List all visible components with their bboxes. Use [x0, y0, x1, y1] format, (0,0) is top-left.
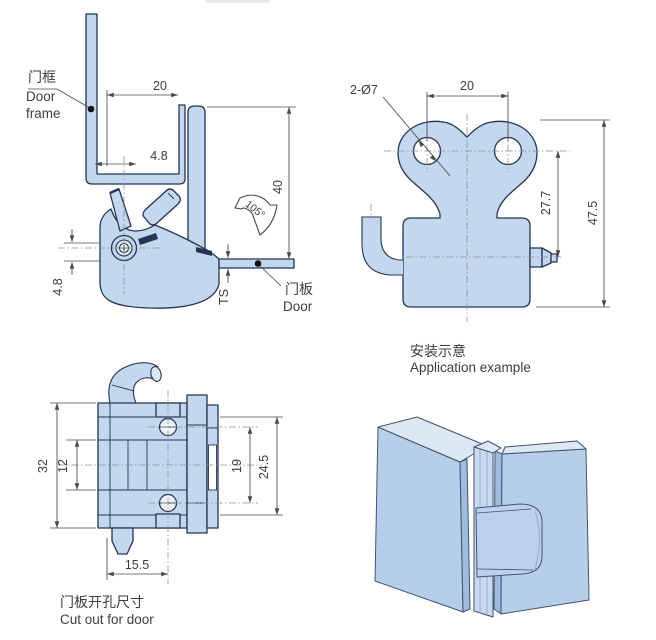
cropped-top-fragment: [206, 0, 270, 3]
application-caption: 安装示意 Application example: [410, 343, 531, 375]
dim-ts-thickness: TS: [217, 244, 231, 305]
leader-line: [382, 96, 451, 177]
shade-wedge-1: [138, 233, 158, 245]
frame-label-en2: frame: [26, 106, 61, 121]
hinge-roller: [142, 188, 181, 226]
diam-arrow-1: [418, 140, 425, 148]
cutout-view: 32 12 19 24.5 15.5 门板开孔尺寸 Cut out f: [36, 362, 283, 627]
dim-text: 4.8: [150, 149, 167, 163]
leader-line: [258, 264, 282, 287]
hook-tube-fill: [108, 362, 158, 403]
mounting-flange: [186, 394, 208, 534]
cutout-caption-cn: 门板开孔尺寸: [60, 594, 144, 610]
hinge-body-profile: [99, 208, 220, 309]
dim-48-lower: 4.8: [51, 229, 100, 296]
dim-text: 32: [36, 459, 50, 473]
door-label-cn: 门板: [285, 281, 313, 297]
dim-text: 24.5: [257, 455, 271, 479]
door-label: 门板 Door: [254, 260, 313, 314]
dim-475-height: 47.5: [536, 119, 610, 308]
shade-wedge-2: [196, 247, 212, 256]
dim-19: 19: [230, 427, 253, 503]
door-label-en: Door: [283, 299, 313, 314]
cutout-caption-en: Cut out for door: [60, 612, 154, 627]
hinge-block-seam-top: [476, 508, 532, 514]
dim-32: 32: [36, 402, 96, 529]
hook-lever-outline: [361, 216, 403, 276]
front-view: 20 2-Ø7 27.7 47.5: [350, 79, 610, 322]
dim-12: 12: [56, 439, 96, 491]
left-panel-return-edge: [459, 458, 471, 613]
dim-text: 40: [271, 180, 285, 194]
hinge-frame-wing: [187, 105, 206, 251]
hook-seam: [111, 384, 135, 392]
application-3d-view: [374, 416, 590, 618]
side-plate-window: [208, 444, 217, 491]
dim-245: 24.5: [220, 416, 283, 516]
application-caption-cn: 安装示意: [410, 343, 466, 359]
dim-48-upper: 4.8: [95, 149, 168, 167]
latch-pin: [529, 247, 558, 268]
hinge-block: [475, 503, 543, 578]
roller-notch: [167, 192, 175, 200]
diam-arrow-2: [429, 154, 436, 162]
dim-20-top: 20: [106, 79, 178, 166]
frame-label: 门框 Door frame: [26, 69, 95, 121]
rotation-arrow-shape: [234, 194, 278, 236]
application-caption-en: Application example: [410, 360, 531, 375]
hook-end-cap: [150, 366, 162, 382]
leader-dot: [87, 105, 95, 113]
hinge-strip-top-cap: [473, 440, 502, 454]
dim-277-pin-offset: 27.7: [539, 151, 561, 257]
bottom-pin: [111, 527, 134, 555]
hinge-block-seam-bottom: [476, 568, 534, 571]
frame-label-cn: 门框: [28, 69, 56, 85]
hinge-front-profile: [397, 120, 538, 308]
hook-tube-outline: [108, 362, 159, 404]
dim-text: 12: [56, 459, 70, 473]
dim-text: 47.5: [586, 201, 600, 225]
dim-text: 20: [460, 79, 474, 93]
hinge-block-curve-highlight: [534, 510, 540, 570]
lever-tip-edge: [109, 187, 120, 195]
leader-dot: [254, 260, 262, 267]
dim-40-height: 40: [207, 106, 296, 259]
dim-text: 2-Ø7: [350, 83, 378, 97]
door-frame-profile: [85, 13, 186, 185]
frame-label-en1: Door: [26, 89, 56, 104]
right-panel-top-flange: [501, 440, 587, 455]
leader-line: [28, 88, 89, 108]
swing-angle-arrow: 105°: [234, 194, 278, 236]
dim-text: 15.5: [125, 558, 149, 572]
dim-text: 4.8: [51, 278, 65, 295]
dim-text: TS: [217, 289, 231, 305]
dim-text: 20: [153, 79, 167, 93]
hole-diameter-callout: 2-Ø7: [350, 83, 451, 177]
dim-155: 15.5: [106, 538, 168, 580]
dim-text: 19: [230, 459, 244, 473]
dim-20-pitch: 20: [426, 79, 509, 141]
cross-section-view: 20 4.8 40 TS 4.8 105°: [26, 13, 313, 314]
dim-text: 27.7: [539, 191, 553, 215]
hook-lever-fill: [362, 217, 403, 275]
